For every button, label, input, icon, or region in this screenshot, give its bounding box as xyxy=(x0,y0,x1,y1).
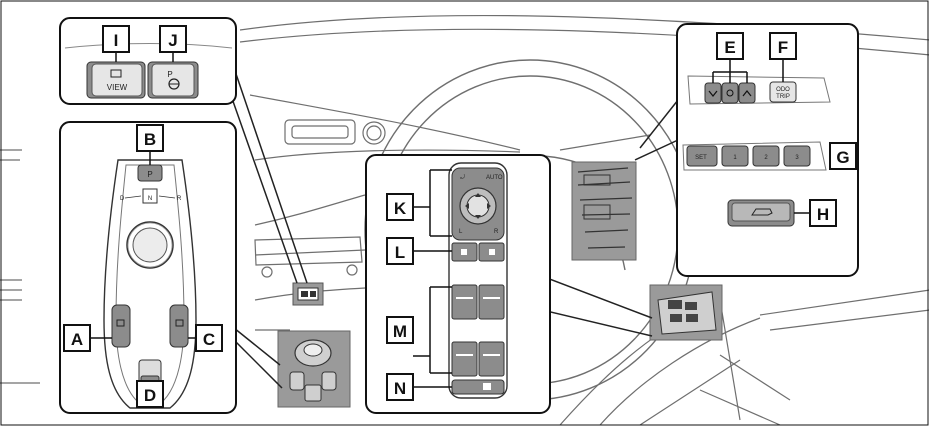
chevron-down-icon xyxy=(708,90,718,97)
window-lock-icon xyxy=(483,383,491,390)
view-button[interactable] xyxy=(91,63,143,97)
tailgate-icon xyxy=(751,208,773,216)
center-switch-highlight xyxy=(292,282,324,306)
window-switch-front-right[interactable] xyxy=(478,284,505,320)
svg-text:M: M xyxy=(393,322,407,341)
column-switch-highlight xyxy=(571,161,637,261)
callout-b xyxy=(136,124,164,152)
shift-r-label: R xyxy=(177,196,182,202)
svg-text:⤾: ⤾ xyxy=(460,174,465,181)
shift-n-indicator xyxy=(142,188,158,204)
door-switch-highlight xyxy=(649,284,723,341)
svg-text:E: E xyxy=(724,38,735,57)
p-label: P xyxy=(167,70,172,79)
callout-j xyxy=(159,25,187,53)
callout-k xyxy=(386,193,414,221)
memory-2-button[interactable] xyxy=(752,145,780,167)
window-switch-rear-right[interactable] xyxy=(478,341,505,377)
panel-door-switches: ⤾ AUTO L R K L M xyxy=(365,154,551,414)
callout-n xyxy=(386,373,414,401)
parking-assist-button[interactable] xyxy=(151,63,195,97)
memory-2-label: 2 xyxy=(764,155,768,161)
center-vent xyxy=(254,119,386,278)
svg-text:A: A xyxy=(71,330,83,349)
display-select-button[interactable] xyxy=(721,82,739,104)
lock-icon xyxy=(489,249,495,255)
callout-g xyxy=(829,142,857,170)
meter-icon xyxy=(726,89,734,97)
callout-h xyxy=(809,199,837,227)
panel-view-buttons: VIEW P I J xyxy=(59,17,237,105)
panel-memory-buttons: ODO TRIP E F SET 1 2 3 G H xyxy=(676,23,859,277)
panel-shifter: P D N R B A C D xyxy=(59,121,237,414)
svg-text:F: F xyxy=(778,38,788,57)
memory-1-label: 1 xyxy=(733,155,737,161)
svg-text:J: J xyxy=(168,31,177,50)
display-up-button[interactable] xyxy=(738,82,756,104)
memory-set-button[interactable] xyxy=(686,145,718,167)
callout-m xyxy=(386,316,414,344)
callout-e xyxy=(716,32,744,60)
svg-text:G: G xyxy=(836,148,849,167)
svg-text:D: D xyxy=(144,386,156,405)
svg-text:H: H xyxy=(817,205,829,224)
callout-d xyxy=(136,380,164,408)
mirror-l-label: L xyxy=(459,229,463,235)
svg-text:N: N xyxy=(394,379,406,398)
window-switch-rear-left[interactable] xyxy=(451,341,478,377)
trip-label: TRIP xyxy=(776,94,790,100)
dashboard-lineart xyxy=(0,14,929,426)
view-button-label: VIEW xyxy=(107,83,128,92)
mirror-r-label: R xyxy=(494,229,499,235)
chevron-up-icon xyxy=(742,90,752,97)
callout-l xyxy=(386,237,414,265)
svg-text:C: C xyxy=(203,330,215,349)
memory-3-label: 3 xyxy=(795,155,799,161)
window-lock-button[interactable] xyxy=(451,379,505,395)
mirror-auto-label: AUTO xyxy=(486,175,503,181)
callout-i xyxy=(102,25,130,53)
callout-f xyxy=(769,32,797,60)
window-switch-front-left[interactable] xyxy=(451,284,478,320)
svg-text:K: K xyxy=(394,199,407,218)
odo-label: ODO xyxy=(776,87,790,93)
shift-d-label: D xyxy=(120,196,125,202)
memory-1-button[interactable] xyxy=(721,145,749,167)
display-down-button[interactable] xyxy=(704,82,722,104)
svg-text:L: L xyxy=(395,243,405,262)
callout-c xyxy=(195,324,223,352)
console-highlight xyxy=(277,330,351,408)
callout-a xyxy=(63,324,91,352)
svg-text:N: N xyxy=(148,196,152,202)
svg-text:B: B xyxy=(144,130,156,149)
camera-icon xyxy=(110,69,122,78)
park-button-label: P xyxy=(147,170,152,179)
svg-text:I: I xyxy=(114,31,119,50)
memory-3-button[interactable] xyxy=(783,145,811,167)
set-label: SET xyxy=(695,155,707,161)
unlock-icon xyxy=(461,249,467,255)
